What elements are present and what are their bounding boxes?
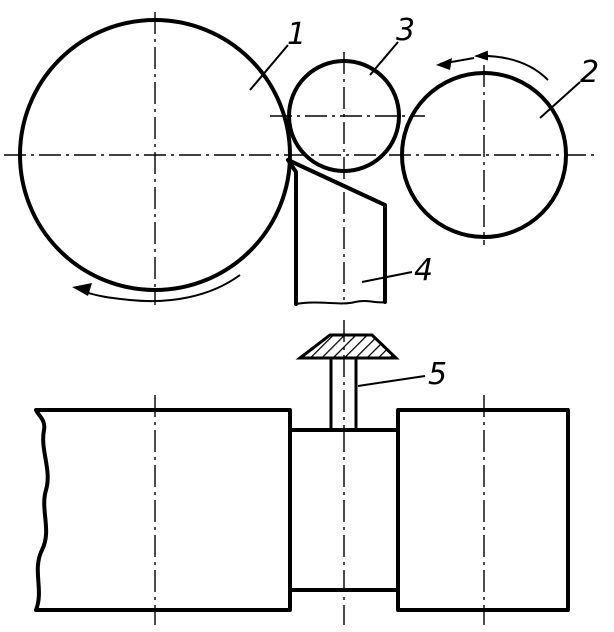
tool-4-outline xyxy=(286,158,387,306)
roll-2-counterclockwise-arrow xyxy=(474,50,549,81)
roll-1-side-block xyxy=(34,408,292,612)
label-4: 4 xyxy=(414,253,433,288)
leader-5 xyxy=(357,375,426,387)
roll-3 xyxy=(270,52,425,300)
roll-1-arrowhead xyxy=(72,283,92,296)
roll-1 xyxy=(18,12,292,305)
roll-2-side-block xyxy=(396,408,570,612)
label-5: 5 xyxy=(428,357,447,392)
tool-4 xyxy=(286,158,387,306)
label-1: 1 xyxy=(287,17,306,52)
tool-4-break-line xyxy=(295,300,386,305)
rolls-side-view xyxy=(34,395,570,625)
label-3: 3 xyxy=(396,13,415,48)
leader-4 xyxy=(361,271,413,283)
part-5 xyxy=(295,320,400,432)
label-2: 2 xyxy=(580,55,599,90)
leader-1 xyxy=(249,44,289,91)
roll-1-counterclockwise-arrow xyxy=(79,274,241,303)
roll-2-arrowhead xyxy=(436,58,452,70)
leader-3 xyxy=(369,41,399,76)
leader-2 xyxy=(539,81,581,119)
part-5-head xyxy=(295,333,400,360)
